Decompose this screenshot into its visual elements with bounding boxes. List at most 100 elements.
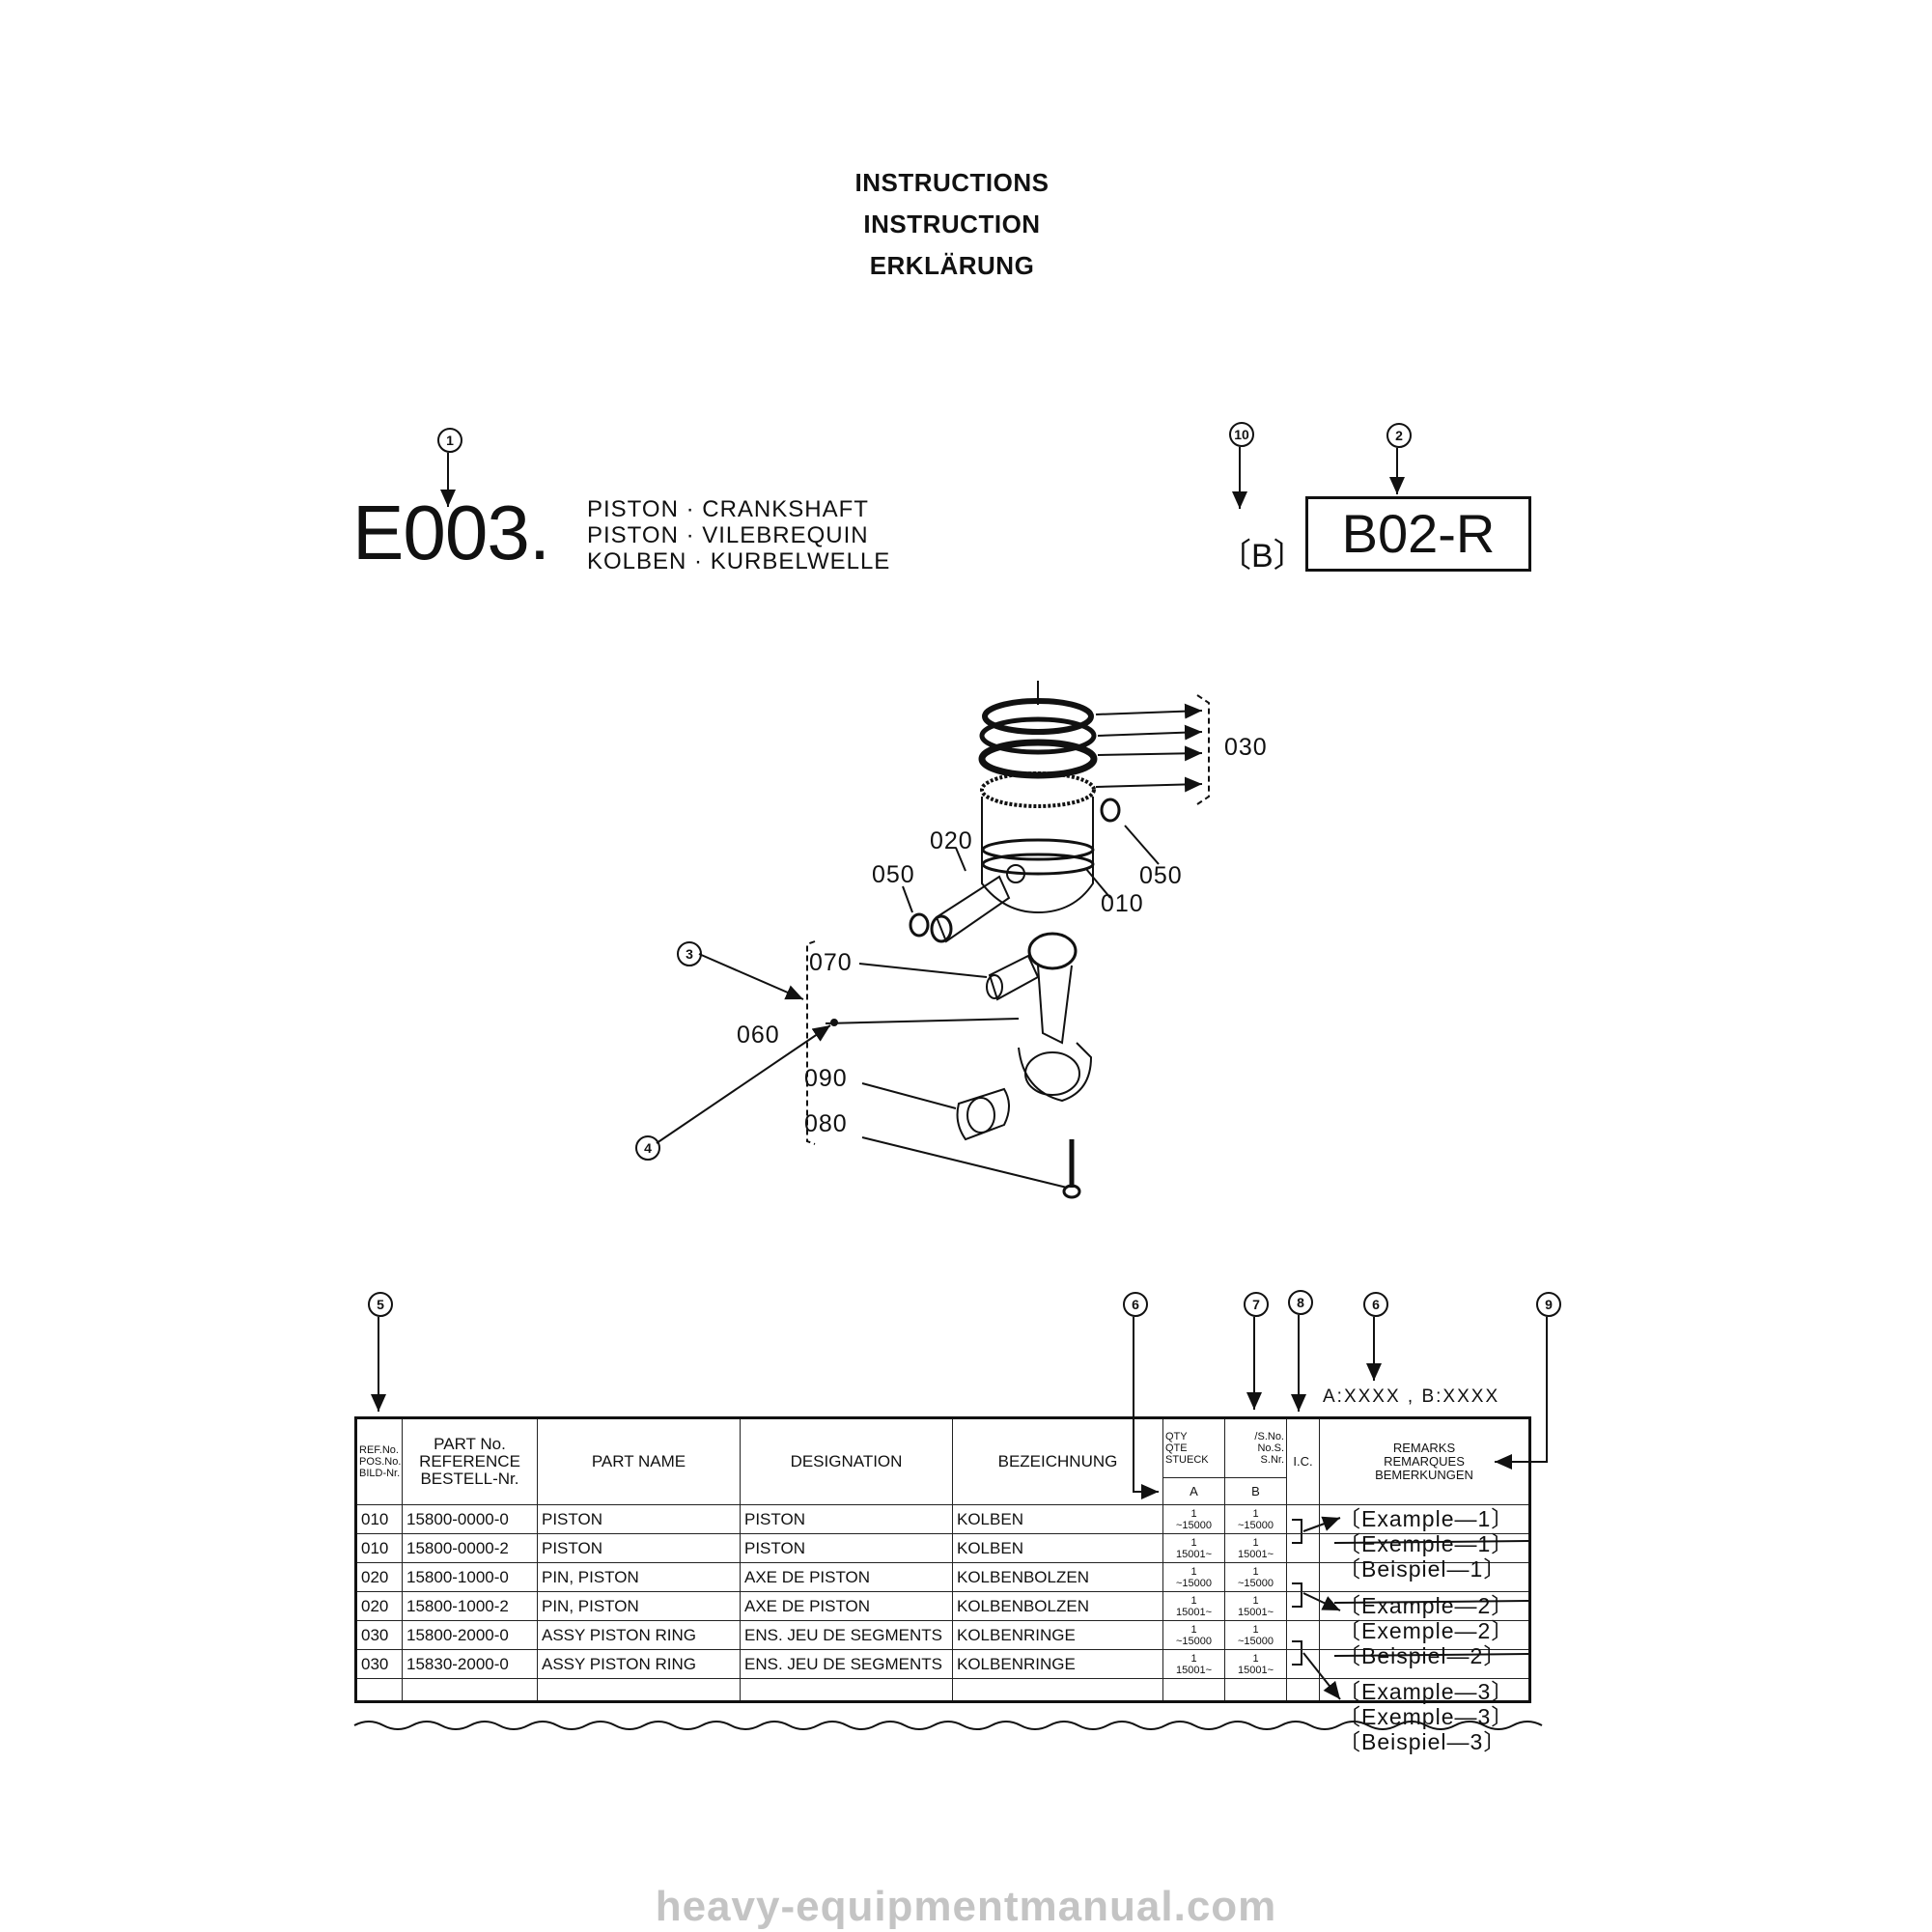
cell-designation: AXE DE PISTON [740, 1562, 953, 1592]
section-name-de: KOLBEN · KURBELWELLE [587, 548, 891, 574]
cell-part-no: 15800-1000-0 [402, 1562, 538, 1592]
cell-bezeichnung: KOLBEN [952, 1504, 1163, 1534]
remark-example-1: 〔Example—1〕 [1338, 1506, 1515, 1531]
label-010: 010 [1101, 890, 1144, 917]
callout-3: 3 [677, 941, 702, 966]
cell-bezeichnung: KOLBEN [952, 1533, 1163, 1563]
cell-ref: 020 [355, 1562, 403, 1592]
variant-code: 〔B〕 [1218, 538, 1306, 574]
header-designation: DESIGNATION [740, 1417, 953, 1505]
cell-designation: ENS. JEU DE SEGMENTS [740, 1620, 953, 1650]
remark-beispiel-1: 〔Beispiel—1〕 [1338, 1556, 1507, 1582]
cell-ref: 010 [355, 1533, 403, 1563]
parts-table: REF.No. POS.No. BILD-Nr. PART No. REFERE… [354, 1416, 1531, 1703]
cell-part-no: 15800-0000-2 [402, 1533, 538, 1563]
remark-beispiel-3: 〔Beispiel—3〕 [1338, 1729, 1507, 1754]
cell-part-no: 15800-1000-2 [402, 1591, 538, 1621]
table-row: 030 15800-2000-0 ASSY PISTON RING ENS. J… [355, 1620, 1530, 1650]
table-row-blank [355, 1678, 1530, 1702]
label-090: 090 [804, 1065, 848, 1092]
header-ref: REF.No. POS.No. BILD-Nr. [355, 1417, 403, 1505]
cell-remarks [1319, 1504, 1530, 1534]
cell-ic [1286, 1562, 1320, 1592]
cell-part-name: ASSY PISTON RING [537, 1649, 741, 1679]
cell-bezeichnung: KOLBENBOLZEN [952, 1591, 1163, 1621]
callout-1: 1 [437, 428, 462, 453]
header-bezeichnung: BEZEICHNUNG [952, 1417, 1163, 1505]
cell-ref: 030 [355, 1649, 403, 1679]
cell-part-name: PIN, PISTON [537, 1591, 741, 1621]
cell-qty-b: 1~15000 [1224, 1562, 1287, 1592]
callout-10: 10 [1229, 422, 1254, 447]
cell-qty-a: 1~15000 [1162, 1562, 1225, 1592]
cell-bezeichnung: KOLBENBOLZEN [952, 1562, 1163, 1592]
callout-8: 8 [1288, 1290, 1313, 1315]
cell-remarks [1319, 1620, 1530, 1650]
cell-designation: PISTON [740, 1504, 953, 1534]
cell-part-name: PISTON [537, 1533, 741, 1563]
cell-ref: 020 [355, 1591, 403, 1621]
model-code-box: B02-R [1305, 496, 1531, 572]
label-070: 070 [809, 949, 853, 976]
header-ic: I.C. [1286, 1417, 1320, 1505]
title-french: INSTRUCTION [863, 210, 1041, 238]
label-020: 020 [930, 827, 973, 854]
callout-7: 7 [1244, 1292, 1269, 1317]
table-row: 020 15800-1000-2 PIN, PISTON AXE DE PIST… [355, 1591, 1530, 1621]
label-050-right: 050 [1139, 862, 1183, 889]
cell-part-name: PISTON [537, 1504, 741, 1534]
remark-example-3: 〔Example—3〕 [1338, 1679, 1515, 1704]
cell-qty-b: 1~15000 [1224, 1504, 1287, 1534]
remark-exemple-3: 〔Exemple—3〕 [1338, 1704, 1515, 1729]
watermark: heavy-equipmentmanual.com [655, 1883, 1277, 1930]
cell-qty-b: 1~15000 [1224, 1620, 1287, 1650]
header-col-b: B [1224, 1477, 1287, 1505]
remark-exemple-1: 〔Exemple—1〕 [1338, 1531, 1515, 1556]
cell-ref: 010 [355, 1504, 403, 1534]
page-titles: INSTRUCTIONS INSTRUCTION ERKLÄRUNG [0, 162, 1904, 287]
table-row: 030 15830-2000-0 ASSY PISTON RING ENS. J… [355, 1649, 1530, 1679]
table-row: 010 15800-0000-0 PISTON PISTON KOLBEN 1~… [355, 1504, 1530, 1534]
cell-ic [1286, 1591, 1320, 1621]
section-name-fr: PISTON · VILEBREQUIN [587, 522, 869, 548]
cell-designation: AXE DE PISTON [740, 1591, 953, 1621]
header-part-name: PART NAME [537, 1417, 741, 1505]
cell-qty-a: 1~15000 [1162, 1504, 1225, 1534]
cell-part-no: 15800-0000-0 [402, 1504, 538, 1534]
cell-part-name: ASSY PISTON RING [537, 1620, 741, 1650]
cell-designation: ENS. JEU DE SEGMENTS [740, 1649, 953, 1679]
remark-example-2: 〔Example—2〕 [1338, 1593, 1515, 1618]
section-names: PISTON · CRANKSHAFT PISTON · VILEBREQUIN… [587, 496, 890, 574]
remark-exemple-2: 〔Exemple—2〕 [1338, 1618, 1515, 1643]
cell-ic [1286, 1620, 1320, 1650]
callout-5: 5 [368, 1292, 393, 1317]
cell-ic [1286, 1649, 1320, 1679]
table-row: 020 15800-1000-0 PIN, PISTON AXE DE PIST… [355, 1562, 1530, 1592]
header-remarks: REMARKS REMARQUES BEMERKUNGEN [1319, 1417, 1530, 1505]
callout-2: 2 [1386, 423, 1412, 448]
serial-note: A:XXXX , B:XXXX [1323, 1386, 1500, 1407]
callout-4: 4 [635, 1135, 660, 1161]
header-col-a: A [1162, 1477, 1225, 1505]
callout-6b: 6 [1363, 1292, 1388, 1317]
remark-beispiel-2: 〔Beispiel—2〕 [1338, 1643, 1507, 1668]
cell-ref: 030 [355, 1620, 403, 1650]
cell-qty-a: 1~15000 [1162, 1620, 1225, 1650]
label-050-left: 050 [872, 861, 915, 888]
cell-ic [1286, 1533, 1320, 1563]
header-part-no: PART No. REFERENCE BESTELL-Nr. [402, 1417, 538, 1505]
section-name-en: PISTON · CRANKSHAFT [587, 496, 869, 522]
title-german: ERKLÄRUNG [869, 251, 1035, 280]
cell-ic [1286, 1504, 1320, 1534]
header-qty: QTY QTE STUECK [1162, 1417, 1225, 1478]
callout-6a: 6 [1123, 1292, 1148, 1317]
cell-bezeichnung: KOLBENRINGE [952, 1620, 1163, 1650]
cell-designation: PISTON [740, 1533, 953, 1563]
